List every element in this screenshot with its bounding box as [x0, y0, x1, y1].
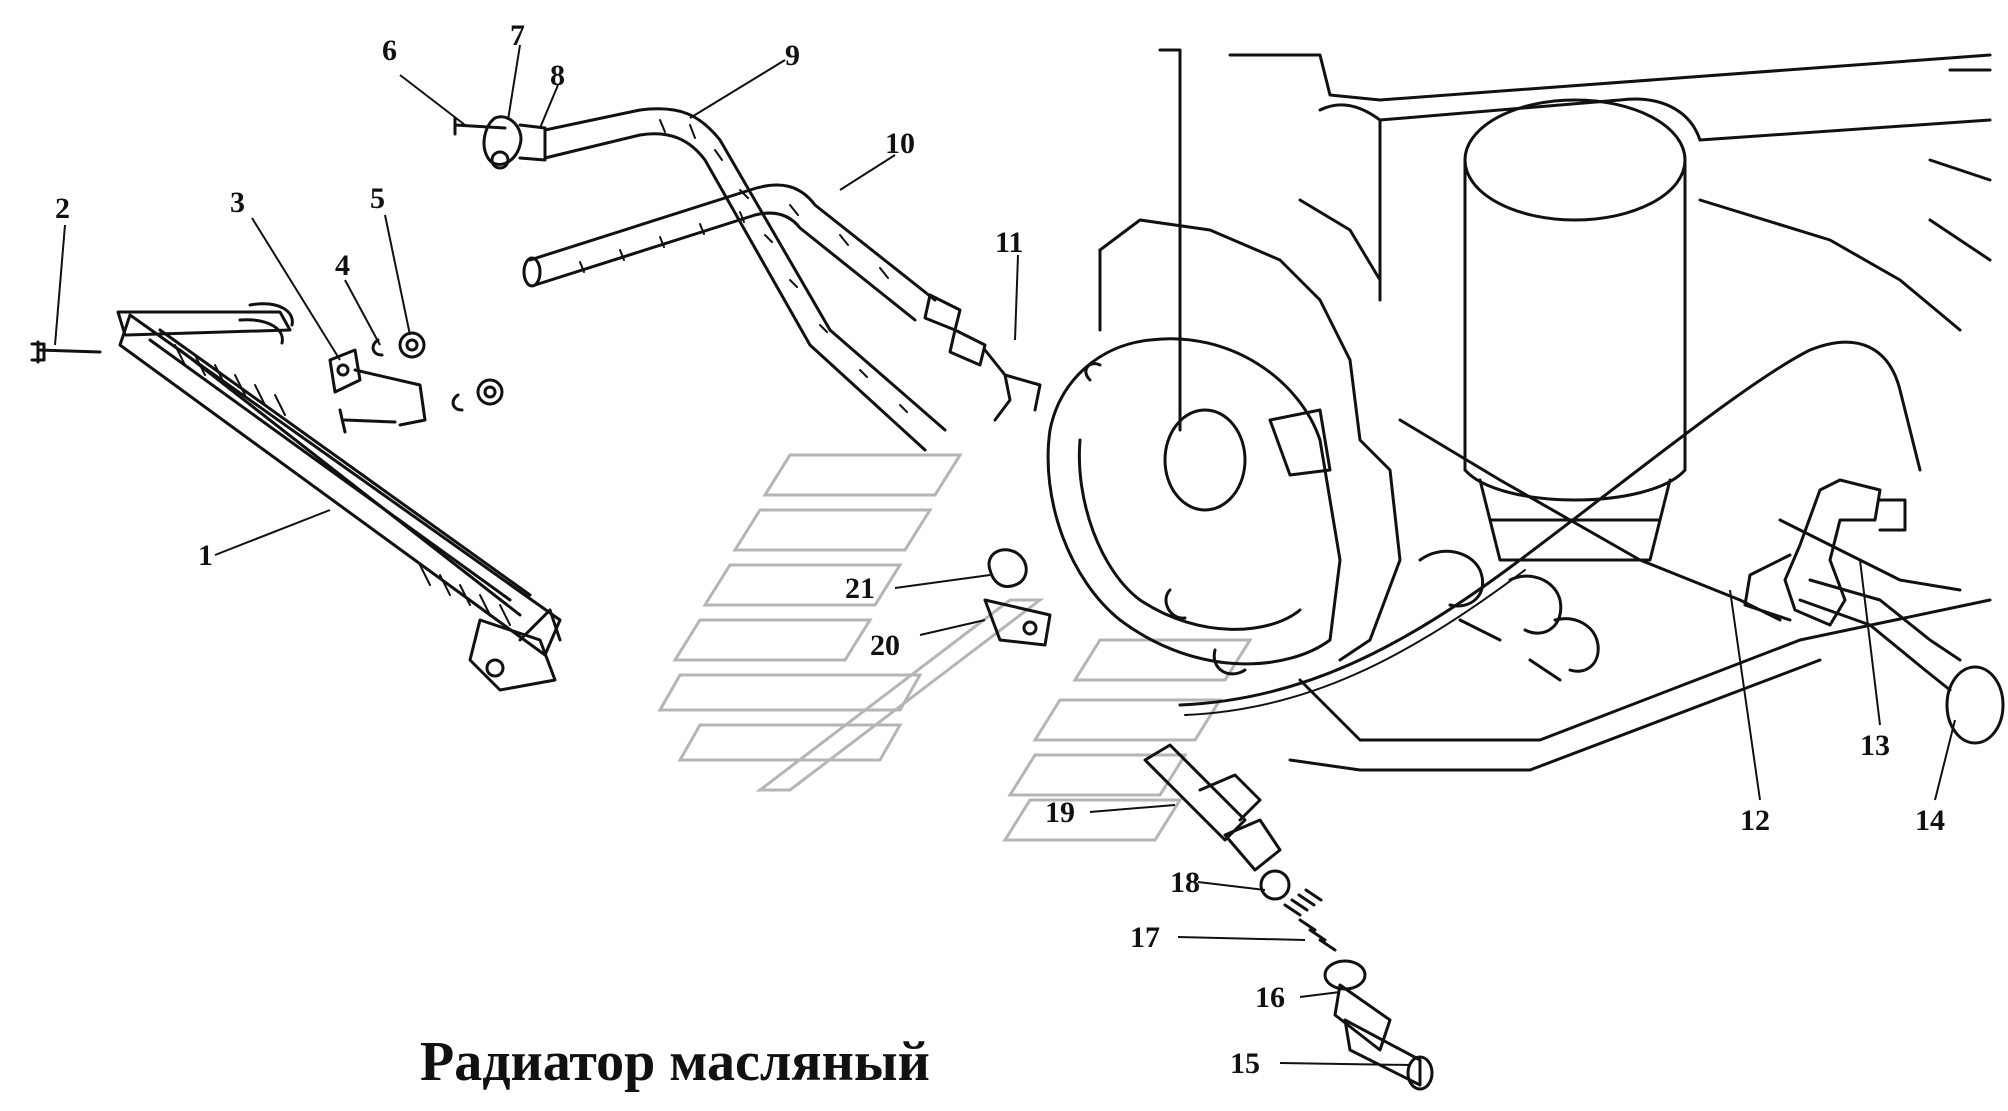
callout-3: 3: [230, 186, 245, 219]
leader-lines: [54, 44, 1956, 1066]
callout-13: 13: [1860, 729, 1890, 762]
callout-15: 15: [1230, 1047, 1260, 1080]
sensor-fitting-13-14: [1743, 478, 2005, 745]
callout-10: 10: [885, 127, 915, 160]
washer-nut-4-5: [371, 331, 504, 412]
relief-valve-15-19: [1143, 743, 1434, 1091]
bolt-2: [30, 340, 102, 364]
pipe-9: [543, 107, 947, 452]
clip-20-21: [983, 548, 1052, 647]
callout-9: 9: [785, 39, 800, 72]
callout-5: 5: [370, 182, 385, 215]
callout-1: 1: [198, 539, 213, 572]
callout-21: 21: [845, 572, 875, 605]
diagram-title: Радиатор масляный: [420, 1031, 930, 1093]
callout-11: 11: [995, 226, 1023, 259]
callout-8: 8: [550, 59, 565, 92]
watermark-logo: [657, 453, 1253, 842]
clamp-assembly-6-7-8: [453, 115, 547, 170]
callout-6: 6: [382, 34, 397, 67]
callout-16: 16: [1255, 981, 1285, 1014]
callout-2: 2: [55, 192, 70, 225]
callout-18: 18: [1170, 866, 1200, 899]
callout-4: 4: [335, 249, 350, 282]
pipe-10: [522, 183, 962, 332]
callout-19: 19: [1045, 796, 1075, 829]
oil-filter: [1463, 98, 1687, 562]
bracket-3: [328, 348, 427, 434]
radiator-core: [116, 302, 562, 692]
callout-14: 14: [1915, 804, 1945, 837]
callout-12: 12: [1740, 804, 1770, 837]
callout-17: 17: [1130, 921, 1160, 954]
tube-12: [1178, 340, 1922, 716]
callout-labels: 1 2 3 4 5 6 7 8 9 10 11 12 13 14 15 16 1…: [55, 19, 1945, 1080]
pump-cover: [1046, 218, 1402, 676]
callout-20: 20: [870, 629, 900, 662]
fitting-11: [948, 328, 1042, 422]
callout-7: 7: [510, 19, 525, 52]
engine-block: [1158, 48, 1992, 772]
